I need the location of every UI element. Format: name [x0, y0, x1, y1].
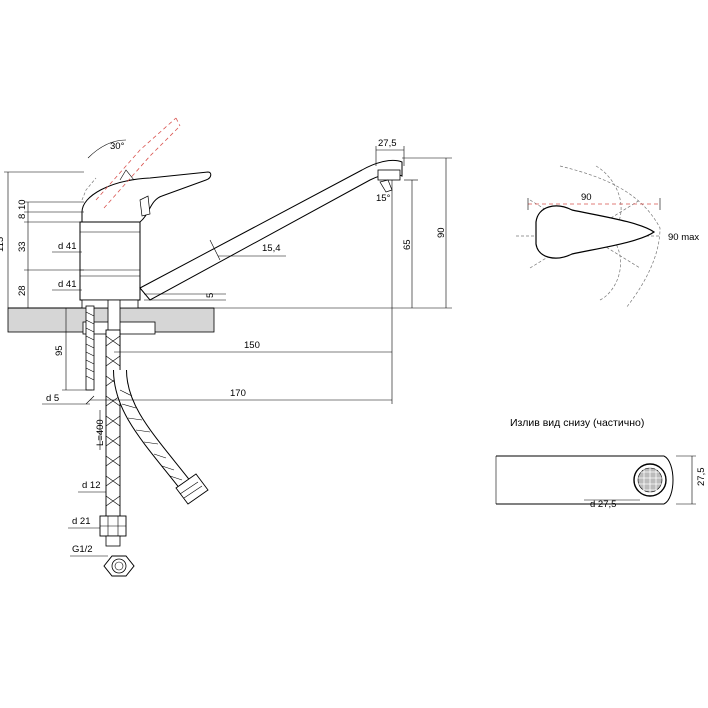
dim-d12: d 12 [82, 480, 101, 491]
dim-170: 170 [230, 388, 246, 399]
dim-10: 10 [17, 199, 28, 210]
hose-fitting [99, 515, 127, 547]
dim-90: 90 [436, 227, 447, 238]
dim-hose-length: L=400 [95, 419, 106, 446]
dim-65: 65 [402, 239, 413, 250]
lever-raised-position [81, 117, 181, 209]
dim-28: 28 [17, 285, 28, 296]
dim-d41-bottom: d 41 [58, 279, 77, 290]
front-view: 15,4 [0, 117, 452, 577]
dim-bottom-height: 27,5 [696, 468, 707, 487]
dim-lever-angle: 30° [110, 141, 125, 152]
dim-d21: d 21 [72, 516, 91, 527]
dim-thread: G1/2 [72, 544, 93, 555]
dim-spout-tip: 27,5 [378, 138, 397, 149]
lever-handle [81, 169, 212, 223]
dim-rotation-max: 90 max [668, 232, 699, 243]
bottom-view-caption: Излив вид снизу (частично) [510, 417, 644, 429]
dim-d41-top: d 41 [58, 241, 77, 252]
flexible-hose-straight [105, 329, 121, 521]
dim-rotation-width: 90 [581, 192, 592, 203]
dim-spout-angle: 15° [376, 193, 391, 204]
dim-95: 95 [54, 345, 65, 356]
faucet-body [79, 221, 141, 309]
dim-8: 8 [17, 214, 28, 219]
dim-spout-diameter: 15,4 [262, 243, 281, 254]
threaded-stud [85, 305, 95, 391]
dim-5: 5 [205, 293, 216, 298]
flexible-hose-bent [113, 369, 209, 505]
dim-150: 150 [244, 340, 260, 351]
dim-33: 33 [17, 241, 28, 252]
lever-top-outline [535, 205, 656, 259]
spout [139, 159, 403, 301]
top-view-rotation: 90 90 max [516, 165, 699, 309]
bottom-view: Излив вид снизу (частично) 27,5 d 27,5 [495, 417, 707, 510]
dim-115: 115 [0, 237, 6, 252]
dim-d5: d 5 [46, 393, 59, 404]
dim-bottom-diameter: d 27,5 [590, 499, 616, 510]
hex-nut [103, 555, 135, 577]
